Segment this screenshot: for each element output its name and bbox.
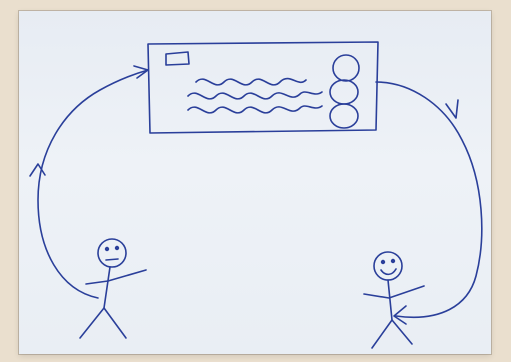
right-figure-arms xyxy=(364,286,424,298)
wavy-line-1 xyxy=(196,79,306,85)
postmark-circle-1 xyxy=(333,55,359,81)
wavy-line-2 xyxy=(188,92,322,99)
right-stick-figure xyxy=(364,252,424,348)
right-figure-eye-r xyxy=(392,260,395,263)
left-arc xyxy=(38,70,148,298)
right-figure-head xyxy=(374,252,402,280)
left-figure-eye-r xyxy=(116,247,119,250)
left-figure-legs xyxy=(80,308,126,338)
right-arc-arrowhead-bottom xyxy=(394,306,406,324)
right-figure-smile xyxy=(381,269,396,274)
right-figure-body xyxy=(388,280,392,320)
postmark-circle-3 xyxy=(330,104,358,128)
right-arc-arrowhead-top xyxy=(446,100,458,118)
left-figure-head xyxy=(98,239,126,267)
left-figure-mouth xyxy=(106,259,118,260)
arc-arrow-left-to-envelope xyxy=(30,66,148,298)
arc-arrow-envelope-to-right xyxy=(376,82,482,324)
left-figure-eye-l xyxy=(106,248,109,251)
left-figure-arms xyxy=(86,270,146,284)
wavy-line-3 xyxy=(188,106,322,113)
postmark-circle-2 xyxy=(330,80,358,104)
left-figure-body xyxy=(104,267,110,308)
left-stick-figure xyxy=(80,239,146,338)
envelope-drawing xyxy=(148,42,378,133)
right-arc xyxy=(376,82,482,317)
right-figure-eye-l xyxy=(382,261,385,264)
stamp-rect xyxy=(166,52,189,65)
